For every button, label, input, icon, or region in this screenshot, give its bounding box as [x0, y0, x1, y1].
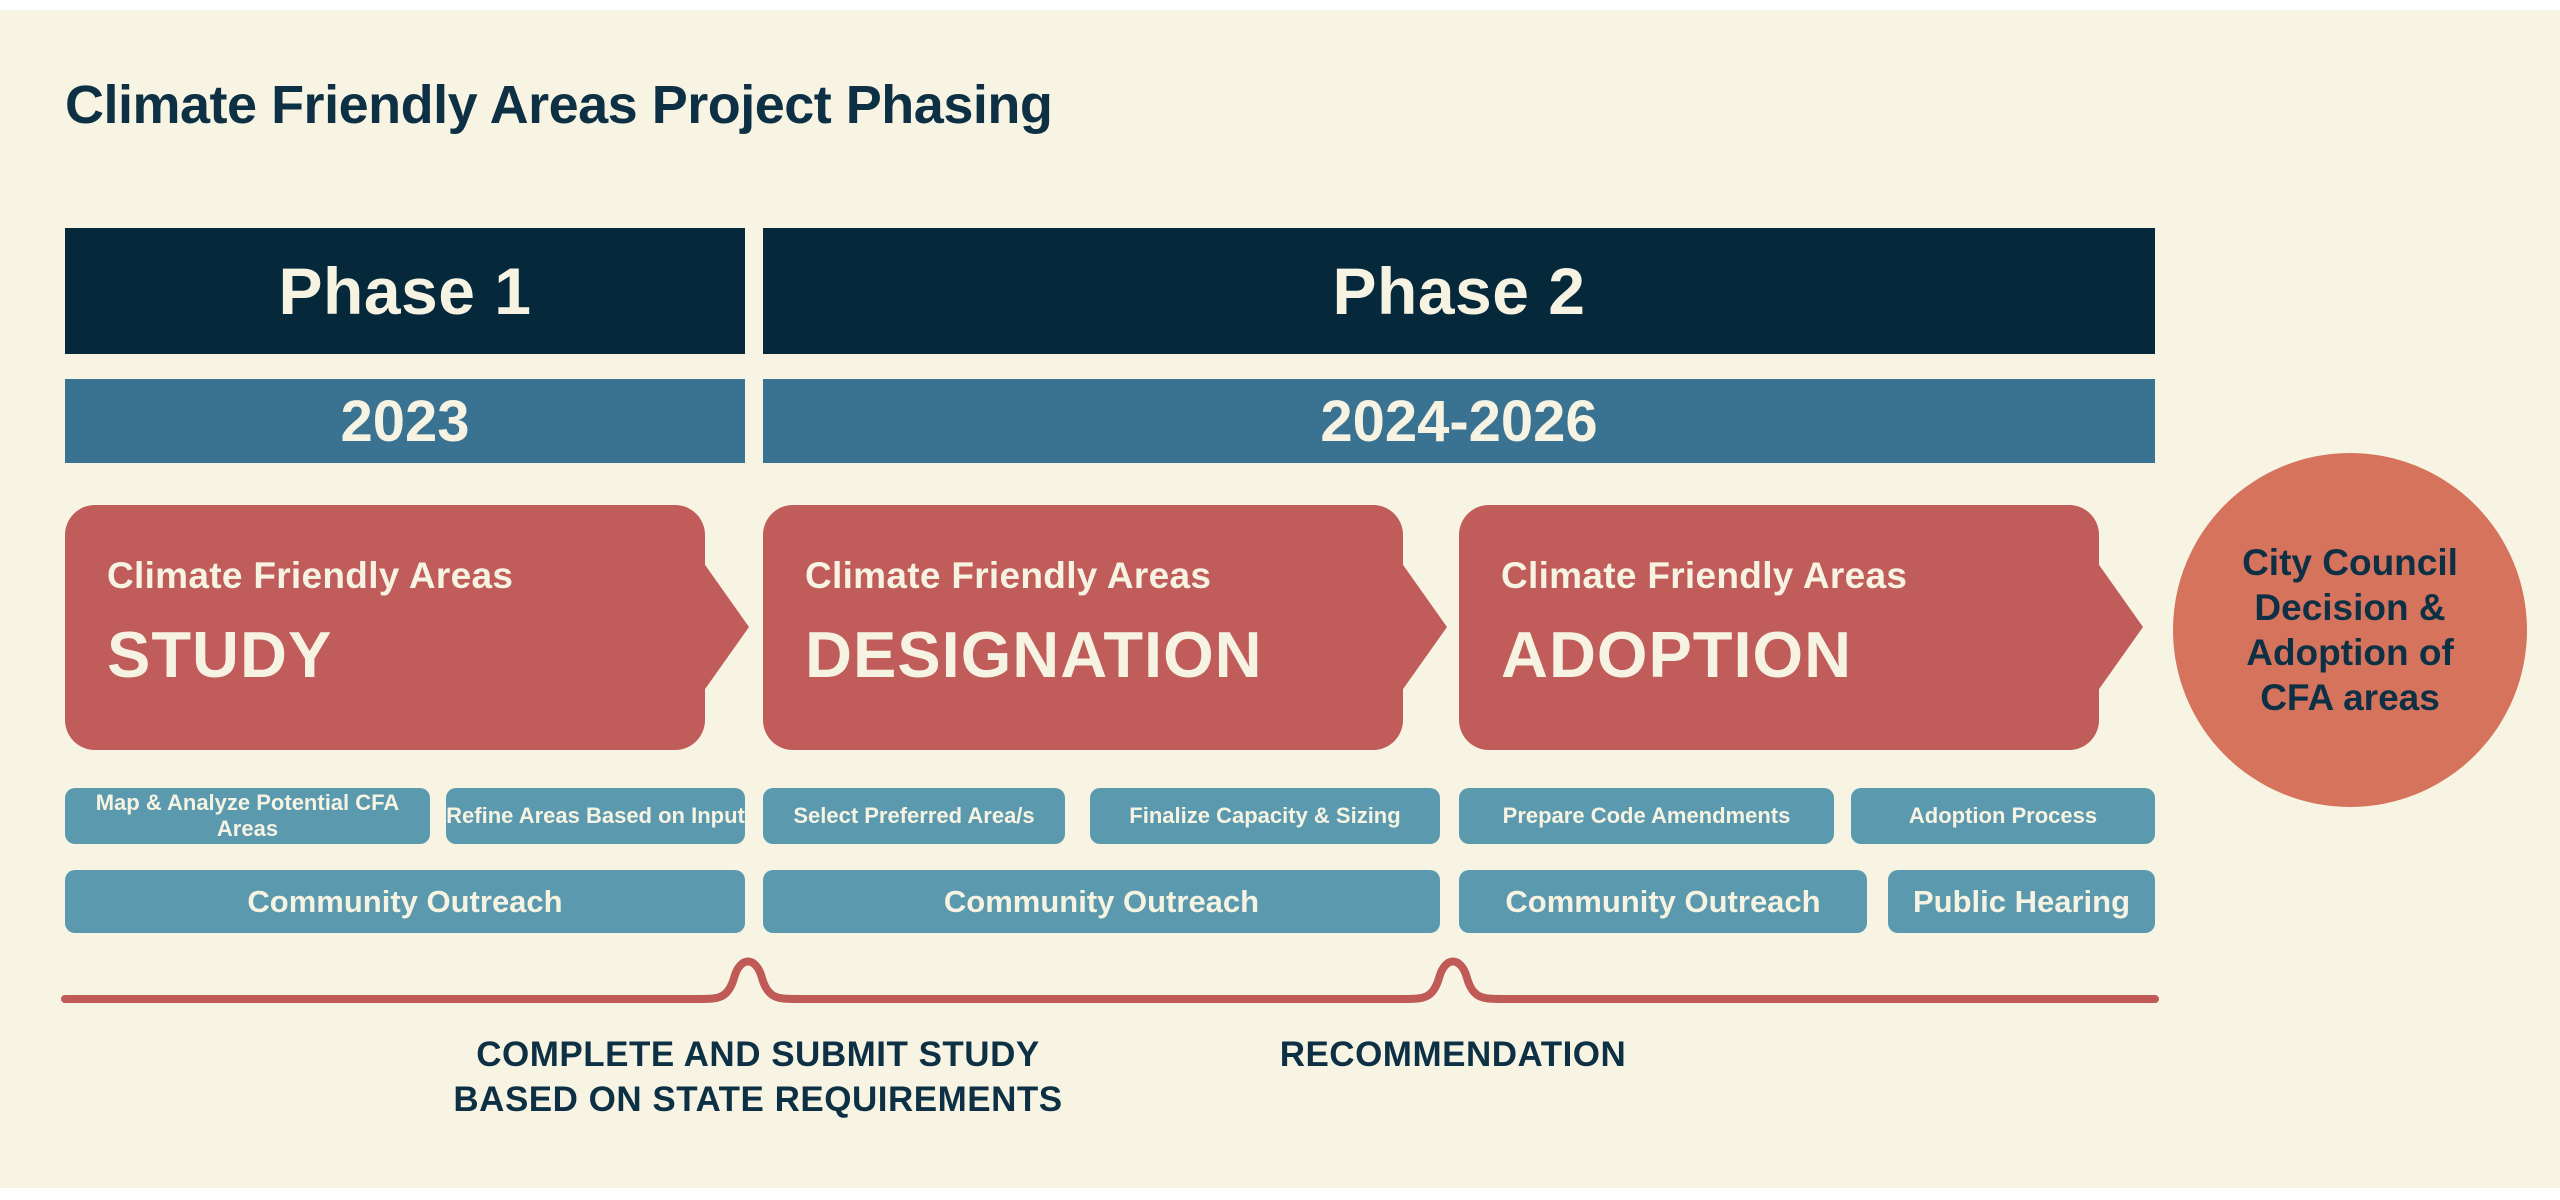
circle-line: City Council	[2242, 541, 2458, 583]
page-title: Climate Friendly Areas Project Phasing	[65, 75, 1053, 135]
milestone-study-line2: BASED ON STATE REQUIREMENTS	[453, 1079, 1063, 1119]
milestone-recommendation-label: RECOMMENDATION	[1279, 1035, 1627, 1074]
outreach-bar-phase1: Community Outreach	[65, 870, 745, 933]
adoption-bubble-title: ADOPTION	[1501, 618, 1853, 691]
adoption-bubble-eyebrow: Climate Friendly Areas	[1501, 555, 1908, 596]
task-refine-areas: Refine Areas Based on Input	[446, 788, 745, 844]
study-bubble-eyebrow: Climate Friendly Areas	[107, 555, 514, 596]
phase-1-header: Phase 1	[65, 228, 745, 354]
outreach-bar-designation: Community Outreach	[763, 870, 1440, 933]
city-council-circle: City Council Decision & Adoption of CFA …	[2173, 453, 2527, 807]
outreach-bar-adoption: Community Outreach	[1459, 870, 1867, 933]
task-map-analyze: Map & Analyze Potential CFA Areas	[65, 788, 430, 844]
task-finalize-capacity: Finalize Capacity & Sizing	[1090, 788, 1440, 844]
milestone-study-line1: COMPLETE AND SUBMIT STUDY	[476, 1035, 1040, 1074]
task-select-preferred: Select Preferred Area/s	[763, 788, 1065, 844]
designation-bubble: Climate Friendly Areas DESIGNATION	[763, 505, 1403, 750]
study-bubble: Climate Friendly Areas STUDY	[65, 505, 705, 750]
task-prepare-code: Prepare Code Amendments	[1459, 788, 1834, 844]
designation-bubble-title: DESIGNATION	[805, 618, 1263, 691]
designation-bubble-eyebrow: Climate Friendly Areas	[805, 555, 1212, 596]
phase-2-years: 2024-2026	[763, 379, 2155, 463]
phase-2-header: Phase 2	[763, 228, 2155, 354]
study-bubble-title: STUDY	[107, 618, 333, 691]
public-hearing-bar: Public Hearing	[1888, 870, 2155, 933]
circle-line: Decision &	[2254, 586, 2446, 628]
milestone-study-label: COMPLETE AND SUBMIT STUDY BASED ON STATE…	[358, 1033, 1158, 1123]
circle-line: CFA areas	[2260, 677, 2440, 719]
circle-line: Adoption of	[2246, 632, 2454, 673]
adoption-bubble: Climate Friendly Areas ADOPTION	[1459, 505, 2099, 750]
timeline-line	[61, 957, 2159, 1003]
task-adoption-process: Adoption Process	[1851, 788, 2155, 844]
phase-1-years: 2023	[65, 379, 745, 463]
